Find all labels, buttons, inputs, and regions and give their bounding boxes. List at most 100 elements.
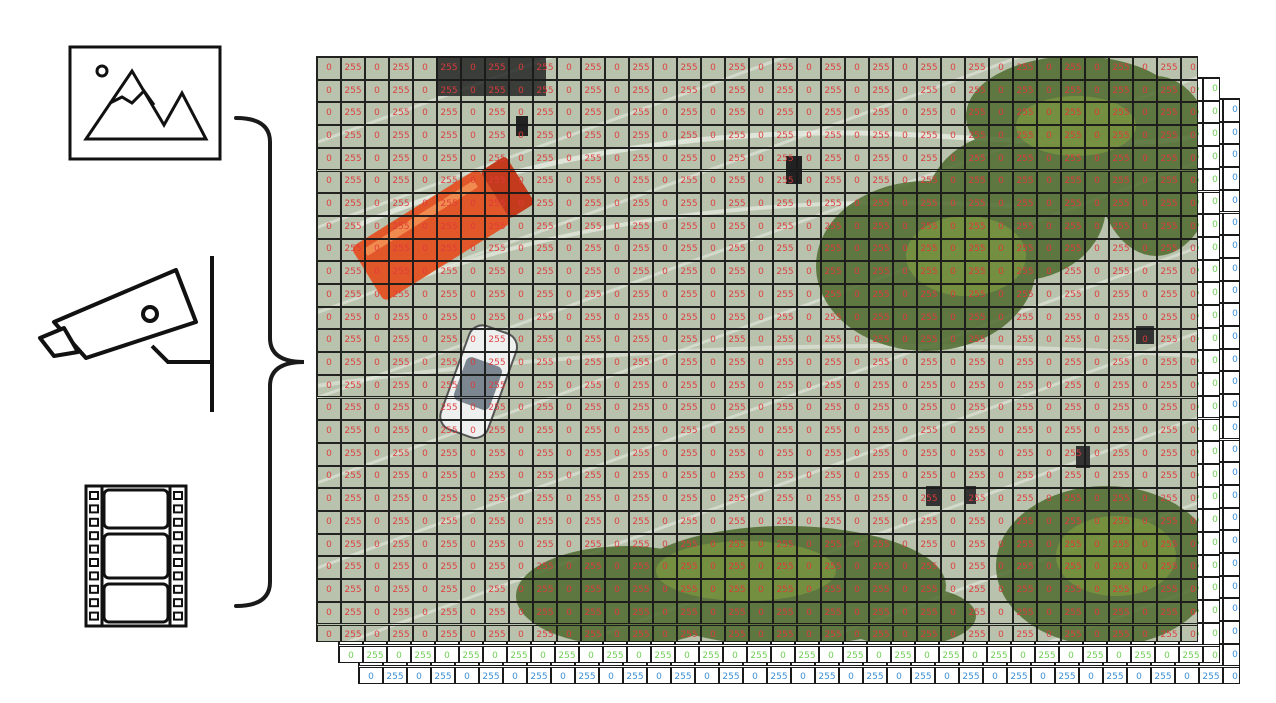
pixel-value-cell: 0 [413,148,437,171]
pixel-value-cell: 0 [365,420,389,443]
pixel-value-cell: 255 [821,420,845,443]
pixel-value-cell: 0 [1203,260,1220,283]
pixel-value-cell: 255 [677,329,701,352]
pixel-value-cell: 0 [557,488,581,511]
pixel-value-cell: 0 [701,171,725,194]
pixel-value-cell: 255 [917,148,941,171]
pixel-value-cell: 0 [1059,646,1083,664]
pixel-value-cell: 255 [869,57,893,80]
pixel-value-cell: 255 [437,511,461,534]
pixel-value-cell: 255 [485,284,509,307]
pixel-value-cell: 0 [1107,646,1131,664]
pixel-value-cell: 0 [1203,396,1220,419]
pixel-value-cell: 0 [1181,193,1198,216]
pixel-value-cell: 255 [629,284,653,307]
pixel-value-cell: 255 [629,398,653,421]
pixel-value-cell: 255 [965,625,989,643]
pixel-value-cell: 255 [869,443,893,466]
pixel-value-cell: 255 [869,239,893,262]
pixel-value-cell: 0 [797,602,821,625]
pixel-value-cell: 0 [1181,398,1198,421]
pixel-value-cell: 255 [917,329,941,352]
pixel-value-cell: 255 [389,216,413,239]
pixel-value-cell: 0 [317,193,341,216]
pixel-value-cell: 0 [365,602,389,625]
pixel-value-cell: 255 [821,352,845,375]
pixel-value-cell: 255 [1157,534,1181,557]
pixel-value-cell: 0 [653,329,677,352]
pixel-value-cell: 0 [1037,352,1061,375]
pixel-value-cell: 0 [557,239,581,262]
pixel-value-cell: 0 [1223,326,1240,349]
pixel-value-cell: 0 [845,80,869,103]
pixel-value-cell: 0 [365,193,389,216]
pixel-value-cell: 255 [1013,261,1037,284]
pixel-value-cell: 255 [917,352,941,375]
pixel-value-cell: 0 [1223,508,1240,531]
pixel-value-cell: 255 [917,193,941,216]
pixel-value-cell: 0 [749,57,773,80]
pixel-value-cell: 255 [341,375,365,398]
pixel-value-cell: 0 [941,148,965,171]
pixel-value-cell: 255 [965,556,989,579]
pixel-value-cell: 255 [1013,307,1037,330]
pixel-value-cell: 0 [845,556,869,579]
pixel-value-cell: 0 [407,667,431,685]
pixel-value-cell: 255 [389,261,413,284]
pixel-value-cell: 0 [317,488,341,511]
pixel-value-cell: 255 [773,534,797,557]
pixel-value-cell: 0 [461,193,485,216]
pixel-value-cell: 255 [581,420,605,443]
pixel-value-cell: 255 [869,420,893,443]
pixel-value-cell: 0 [557,556,581,579]
pixel-value-cell: 0 [743,667,767,685]
pixel-value-cell: 0 [461,239,485,262]
pixel-value-cell: 255 [437,579,461,602]
pixel-value-cell: 0 [1133,556,1157,579]
pixel-value-cell: 0 [1085,284,1109,307]
pixel-value-cell: 0 [509,329,533,352]
pixel-value-cell: 0 [413,375,437,398]
pixel-value-cell: 255 [773,625,797,643]
pixel-value-cell: 255 [533,125,557,148]
pixel-value-cell: 255 [341,556,365,579]
pixel-value-cell: 0 [1037,602,1061,625]
pixel-value-cell: 255 [677,57,701,80]
pixel-value-cell: 0 [1203,78,1220,101]
pixel-value-cell: 0 [845,284,869,307]
pixel-value-cell: 255 [437,556,461,579]
pixel-value-cell: 255 [911,667,935,685]
pixel-value-cell: 0 [365,171,389,194]
pixel-value-cell: 0 [509,239,533,262]
pixel-value-cell: 255 [965,466,989,489]
pixel-value-cell: 0 [893,171,917,194]
pixel-value-cell: 0 [653,534,677,557]
pixel-value-cell: 0 [317,556,341,579]
pixel-value-cell: 0 [749,375,773,398]
pixel-value-cell: 255 [1109,329,1133,352]
pixel-value-cell: 255 [1061,239,1085,262]
pixel-value-cell: 255 [1061,602,1085,625]
pixel-value-cell: 255 [965,80,989,103]
pixel-value-cell: 0 [413,534,437,557]
pixel-value-cell: 0 [845,261,869,284]
pixel-value-cell: 255 [437,125,461,148]
pixel-value-cell: 255 [1109,511,1133,534]
security-camera-icon [36,252,218,418]
pixel-value-cell: 255 [533,261,557,284]
pixel-value-cell: 255 [629,171,653,194]
pixel-value-cell: 255 [917,443,941,466]
pixel-value-cell: 0 [1037,511,1061,534]
pixel-value-cell: 255 [581,216,605,239]
pixel-value-cell: 0 [557,284,581,307]
pixel-value-cell: 255 [863,667,887,685]
pixel-value-cell: 255 [1061,352,1085,375]
pixel-value-cell: 0 [797,148,821,171]
pixel-value-cell: 255 [507,646,531,664]
pixel-value-cell: 0 [503,667,527,685]
pixel-value-cell: 0 [797,216,821,239]
pixel-value-cell: 255 [1061,466,1085,489]
pixel-value-cell: 255 [773,284,797,307]
pixel-value-cell: 255 [917,57,941,80]
pixel-value-cell: 0 [509,193,533,216]
